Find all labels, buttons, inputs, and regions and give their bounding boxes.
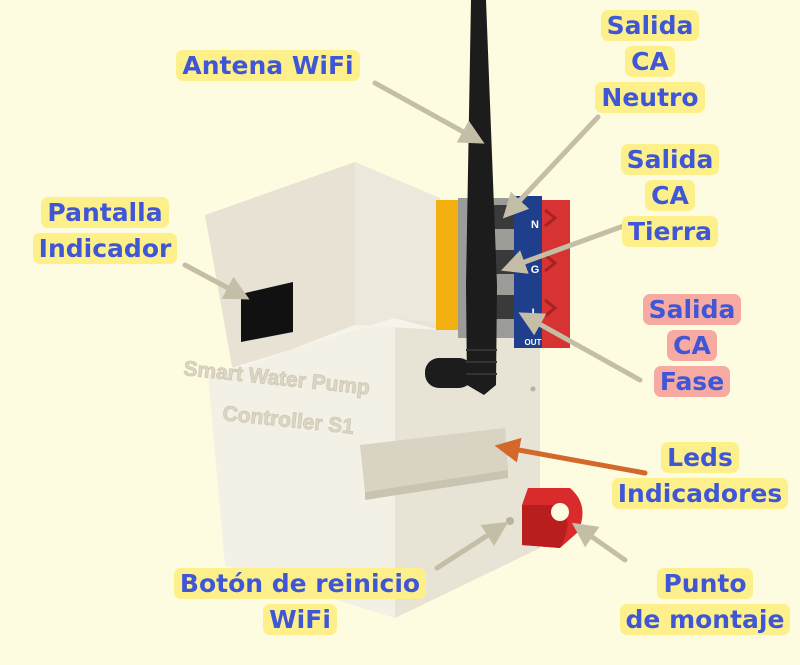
led-slot [360, 428, 508, 492]
terminal-out-caption: OUT [525, 338, 542, 347]
label-antenna-wifi: Antena WiFi [163, 48, 373, 84]
arrow-reset [434, 521, 509, 571]
label-neutral-output: Salida CA Neutro [588, 8, 712, 116]
terminal-letter-l: L [532, 307, 539, 319]
arrow-neutral [502, 114, 601, 219]
terminal-block: N G L OUT [436, 196, 570, 348]
pointer-arrows [182, 80, 648, 571]
display-screen [241, 282, 293, 342]
enclosure-ledge [208, 318, 440, 375]
label-mounting-point: Punto de montaje [610, 566, 800, 638]
arrow-phase [518, 312, 643, 383]
arrow-ground [500, 217, 643, 274]
enclosure-lower-front-face [208, 318, 395, 618]
reset-button-hole [506, 517, 514, 525]
mounting-hole [551, 503, 569, 521]
terminal-slot-l [493, 295, 515, 319]
terminal-letter-n: N [531, 219, 539, 231]
label-wifi-reset-button: Botón de reinicio WiFi [150, 566, 450, 638]
terminal-letter-g: G [531, 264, 540, 276]
label-phase-output: Salida CA Fase [630, 292, 754, 400]
label-ground-output: Salida CA Tierra [608, 142, 732, 250]
arrow-mount [571, 522, 628, 563]
terminal-yellow-side [436, 200, 461, 330]
enclosure-upper-right-face [355, 162, 440, 330]
label-indicator-leds: Leds Indicadores [600, 440, 800, 512]
mounting-point [522, 488, 583, 548]
antenna [425, 0, 497, 395]
arrow-antenna [372, 80, 485, 144]
arrow-display [182, 262, 250, 300]
antenna-rod [466, 0, 497, 395]
antenna-connector [425, 358, 473, 388]
arrow-leds [494, 437, 648, 476]
label-display: Pantalla Indicador [20, 195, 190, 267]
